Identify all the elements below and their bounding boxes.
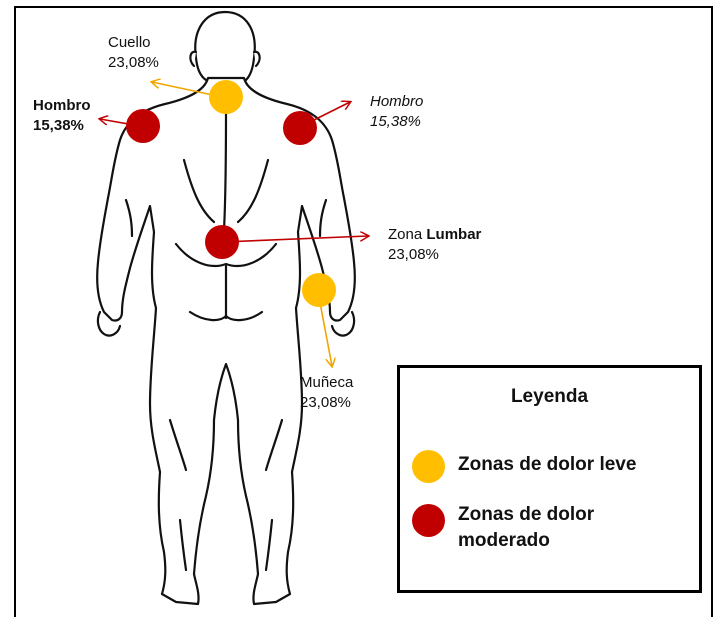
label-wrist-name: Muñeca bbox=[300, 373, 353, 393]
label-lumbar-name-b: Lumbar bbox=[426, 226, 481, 243]
label-shoulder-left: Hombro 15,38% bbox=[33, 96, 91, 136]
pain-zone-lumbar bbox=[205, 225, 239, 259]
label-wrist: Muñeca 23,08% bbox=[300, 373, 353, 413]
legend-swatch-moderate bbox=[412, 504, 445, 537]
legend-label-mild: Zonas de dolor leve bbox=[458, 452, 636, 478]
pain-zone-shoulder-right bbox=[283, 111, 317, 145]
label-lumbar: Zona Lumbar 23,08% bbox=[388, 225, 481, 265]
label-lumbar-value: 23,08% bbox=[388, 245, 481, 265]
legend-title: Leyenda bbox=[400, 386, 699, 408]
legend-label-moderate-line2: moderado bbox=[458, 528, 594, 554]
label-shoulder-right: Hombro 15,38% bbox=[370, 92, 423, 132]
label-shoulder-right-name: Hombro bbox=[370, 92, 423, 112]
legend-label-moderate: Zonas de dolor moderado bbox=[458, 502, 594, 554]
pain-zone-shoulder-left bbox=[126, 109, 160, 143]
label-shoulder-right-value: 15,38% bbox=[370, 112, 423, 132]
pain-zone-neck bbox=[209, 80, 243, 114]
pain-zone-wrist bbox=[302, 273, 336, 307]
label-shoulder-left-value: 15,38% bbox=[33, 116, 91, 136]
legend-label-moderate-line1: Zonas de dolor bbox=[458, 502, 594, 528]
legend: Leyenda Zonas de dolor leve Zonas de dol… bbox=[397, 365, 702, 593]
label-lumbar-name-a: Zona bbox=[388, 226, 422, 243]
label-neck-value: 23,08% bbox=[108, 53, 159, 73]
label-shoulder-left-name: Hombro bbox=[33, 96, 91, 116]
legend-swatch-mild bbox=[412, 450, 445, 483]
label-wrist-value: 23,08% bbox=[300, 393, 353, 413]
label-neck-name: Cuello bbox=[108, 33, 159, 53]
label-neck: Cuello 23,08% bbox=[108, 33, 159, 73]
